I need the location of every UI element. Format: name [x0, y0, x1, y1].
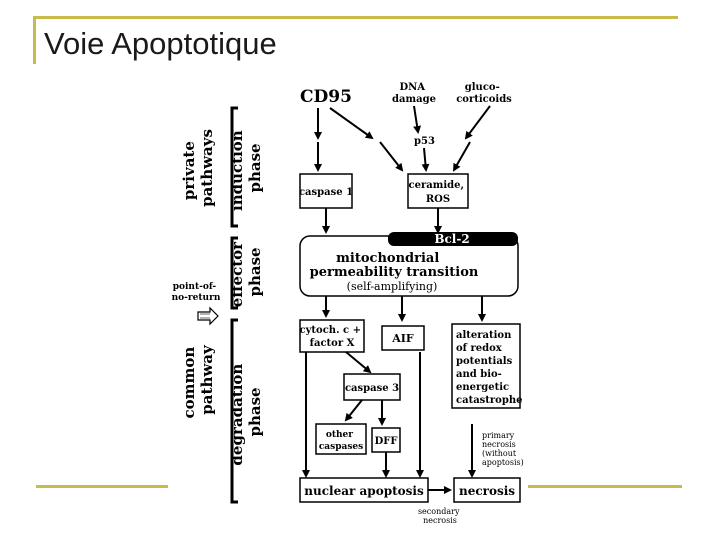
degradation-phase-label: degradation phase — [228, 358, 264, 465]
cytoch-label: cytoch. c + factor X — [300, 325, 365, 349]
bottom-rule-left — [36, 485, 168, 488]
p53-label: p53 — [414, 136, 435, 147]
point-of-no-return-label: point-of- no-return — [172, 282, 221, 303]
alteration-box — [451, 323, 521, 409]
aif-box — [381, 325, 425, 351]
mitochondrial-label: mitochondrial permeability transition — [310, 251, 479, 280]
nuclear-apoptosis-label: nuclear apoptosis — [304, 484, 424, 498]
top-rule — [36, 16, 678, 19]
common-pathway-label: common pathway — [180, 341, 216, 418]
necrosis-label: necrosis — [459, 484, 515, 498]
private-pathways-label: private pathways — [180, 129, 216, 207]
phase-brackets — [230, 106, 238, 504]
induction-arrows — [314, 105, 491, 172]
caspase3-label: caspase 3 — [345, 383, 399, 394]
nuclear-apoptosis-box — [299, 477, 429, 503]
bcl2-bar — [388, 232, 518, 246]
other-caspases-label: other caspases — [319, 430, 363, 452]
other-caspases-box — [315, 423, 367, 455]
necrosis-box — [453, 477, 521, 503]
apoptosis-diagram: private pathways induction phase effecto… — [170, 76, 528, 526]
apoptosis-diagram-svg: private pathways induction phase effecto… — [172, 82, 524, 525]
cytoch-box — [299, 319, 365, 353]
dna-damage-label: DNA damage — [392, 82, 436, 105]
caspase1-label: caspase 1 — [299, 187, 353, 198]
point-of-no-return-arrow — [197, 306, 219, 326]
glucocorticoids-label: gluco- corticoids — [456, 82, 512, 105]
self-amplifying-label: (self-amplifying) — [347, 280, 438, 293]
primary-necrosis-note: primary necrosis (without apoptosis) — [482, 431, 524, 467]
dff-label: DFF — [375, 436, 398, 447]
ceramide-label: ceramide, ROS — [409, 180, 468, 205]
caspase3-box — [343, 373, 401, 401]
cd95-label: CD95 — [300, 87, 352, 107]
bottom-rule-right — [522, 485, 682, 488]
bcl2-label: Bcl-2 — [434, 232, 469, 246]
ceramide-box — [407, 173, 469, 209]
left-rule — [33, 16, 36, 64]
effector-phase-label: effector phase — [228, 237, 264, 308]
secondary-necrosis-note: secondary necrosis — [418, 507, 462, 525]
aif-label: AIF — [391, 332, 414, 345]
slide-title: Voie Apoptotique — [44, 26, 277, 61]
induction-phase-label: induction phase — [228, 125, 264, 211]
alteration-label: alteration of redox potentials and bio- … — [456, 330, 522, 406]
